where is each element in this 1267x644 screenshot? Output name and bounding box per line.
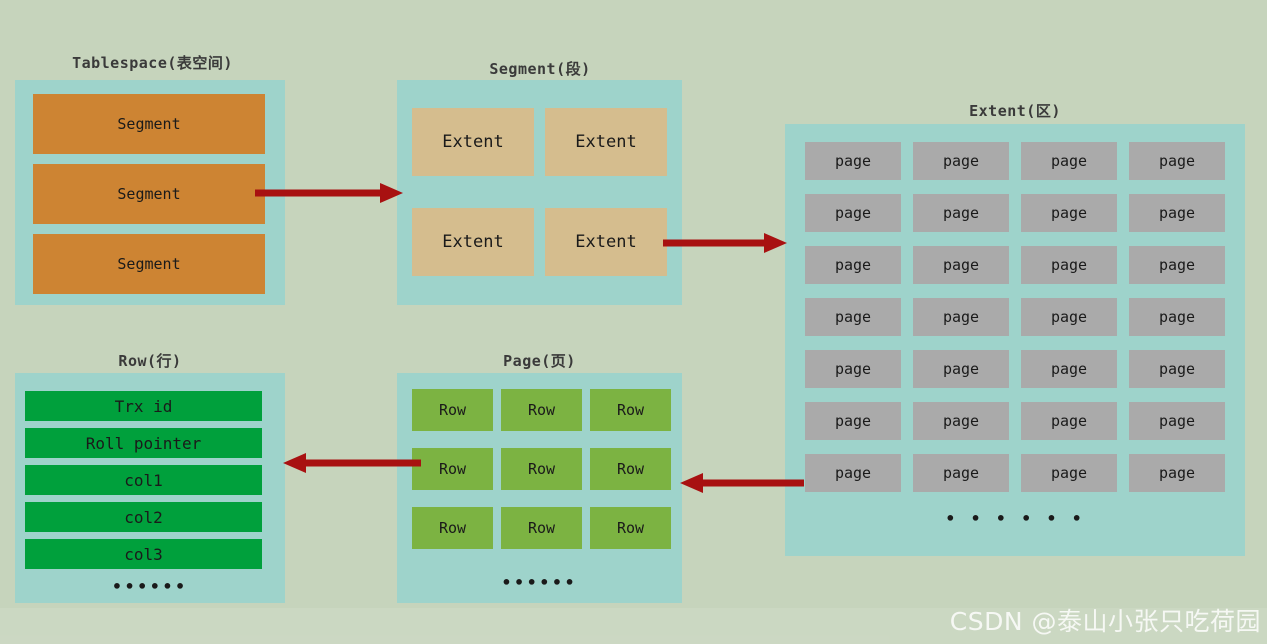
page-row-cell: Row (501, 507, 582, 549)
extent-page-cell: page (805, 142, 901, 180)
extent-page-cell: page (913, 246, 1009, 284)
row-field-col1: col1 (25, 465, 262, 495)
extent-page-cell: page (805, 350, 901, 388)
tablespace-title: Tablespace(表空间) (72, 54, 233, 72)
extent-page-cell: page (1129, 350, 1225, 388)
extent-page-cell: page (805, 402, 901, 440)
extent-ellipsis: • • • • • • (945, 509, 1085, 528)
page-row-cell: Row (501, 389, 582, 431)
extent-page-cell: page (1021, 246, 1117, 284)
page-row-cell: Row (590, 448, 671, 490)
watermark-band (0, 608, 1267, 644)
row-field-roll-pointer: Roll pointer (25, 428, 262, 458)
tablespace-segment-1: Segment (33, 164, 265, 224)
extent-page-cell: page (1129, 194, 1225, 232)
extent-page-cell: page (1021, 298, 1117, 336)
row-title: Row(行) (118, 352, 182, 370)
page-row-cell: Row (501, 448, 582, 490)
extent-page-cell: page (805, 246, 901, 284)
segment-panel: Extent Extent Extent Extent (397, 80, 682, 305)
page-row-cell: Row (412, 507, 493, 549)
extent-page-cell: page (1021, 142, 1117, 180)
arrow-tablespace-to-segment (255, 182, 405, 204)
extent-page-cell: page (805, 298, 901, 336)
row-field-col3: col3 (25, 539, 262, 569)
extent-page-cell: page (913, 194, 1009, 232)
page-row-cell: Row (590, 507, 671, 549)
row-field-trx-id: Trx id (25, 391, 262, 421)
extent-page-cell: page (805, 454, 901, 492)
extent-page-cell: page (1021, 402, 1117, 440)
extent-page-cell: page (913, 454, 1009, 492)
extent-panel: page page page page page page page page page page… (785, 124, 1245, 556)
extent-page-cell: page (1021, 194, 1117, 232)
extent-page-cell: page (1129, 402, 1225, 440)
extent-page-cell: page (913, 142, 1009, 180)
segment-extent-0: Extent (412, 108, 534, 176)
page-row-cell: Row (412, 448, 493, 490)
extent-page-cell: page (913, 298, 1009, 336)
extent-page-cell: page (913, 402, 1009, 440)
tablespace-panel: Segment Segment Segment (15, 80, 285, 305)
extent-page-cell: page (805, 194, 901, 232)
row-ellipsis: •••••• (112, 577, 188, 596)
arrow-page-to-row (281, 452, 421, 474)
extent-page-cell: page (1021, 454, 1117, 492)
segment-title: Segment(段) (489, 60, 591, 78)
extent-title: Extent(区) (969, 102, 1061, 120)
extent-page-cell: page (913, 350, 1009, 388)
page-row-cell: Row (412, 389, 493, 431)
page-row-cell: Row (590, 389, 671, 431)
row-field-col2: col2 (25, 502, 262, 532)
extent-page-cell: page (1129, 142, 1225, 180)
tablespace-segment-2: Segment (33, 234, 265, 294)
extent-page-cell: page (1129, 246, 1225, 284)
page-ellipsis: •••••• (501, 573, 578, 592)
row-panel: Trx id Roll pointer col1 col2 col3 •••••… (15, 373, 285, 603)
segment-extent-3: Extent (545, 208, 667, 276)
segment-extent-2: Extent (412, 208, 534, 276)
arrow-segment-to-extent (663, 232, 789, 254)
page-title: Page(页) (503, 352, 576, 370)
segment-extent-1: Extent (545, 108, 667, 176)
extent-page-cell: page (1129, 454, 1225, 492)
csdn-watermark: CSDN @泰山小张只吃荷园 (949, 607, 1261, 636)
extent-page-cell: page (1021, 350, 1117, 388)
tablespace-segment-0: Segment (33, 94, 265, 154)
extent-page-cell: page (1129, 298, 1225, 336)
arrow-extent-to-page (678, 472, 804, 494)
